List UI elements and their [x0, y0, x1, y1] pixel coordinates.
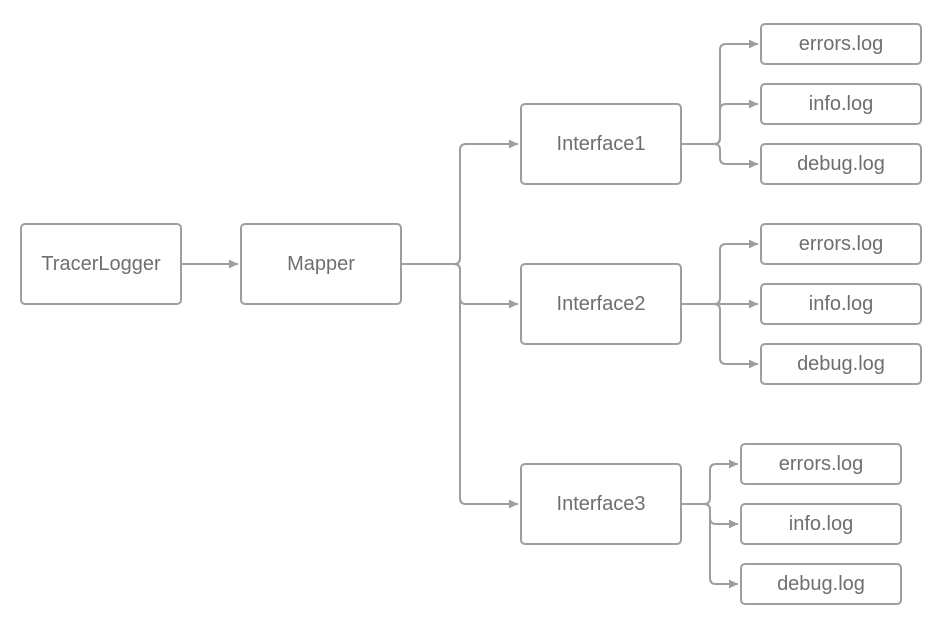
interface3-errors-log-node: errors.log: [740, 443, 902, 485]
interface2-debug-log-node: debug.log: [760, 343, 922, 385]
mapper-node: Mapper: [240, 223, 402, 305]
interface3-info-log-node: info.log: [740, 503, 902, 545]
edge-interface3-to-errors-log: [682, 459, 738, 505]
interface2-node: Interface2: [520, 263, 682, 345]
log-label: info.log: [808, 292, 874, 315]
log-label: errors.log: [778, 452, 864, 475]
log-label: debug.log: [797, 152, 885, 175]
edge-interface2-to-errors-log: [682, 239, 758, 305]
edge-mapper-to-interface3: [402, 263, 518, 509]
interface3-debug-log-node: debug.log: [740, 563, 902, 605]
edge-interface3-to-debug-log: [682, 503, 738, 589]
log-label: debug.log: [777, 572, 865, 595]
tracer-logger-node: TracerLogger: [20, 223, 182, 305]
interface2-errors-log-node: errors.log: [760, 223, 922, 265]
interface1-node: Interface1: [520, 103, 682, 185]
edge-interface1-to-info-log: [682, 99, 758, 145]
interface1-info-log-node: info.log: [760, 83, 922, 125]
log-label: info.log: [808, 92, 874, 115]
interface1-debug-log-node: debug.log: [760, 143, 922, 185]
interface1-label: Interface1: [556, 132, 646, 155]
interface3-label: Interface3: [556, 492, 646, 515]
mapper-label: Mapper: [287, 252, 355, 275]
interface3-node: Interface3: [520, 463, 682, 545]
log-label: info.log: [788, 512, 854, 535]
interface2-label: Interface2: [556, 292, 646, 315]
log-label: errors.log: [798, 32, 884, 55]
edge-interface1-to-debug-log: [682, 143, 758, 169]
edge-mapper-to-interface1: [402, 139, 518, 265]
tracer-logger-label: TracerLogger: [41, 252, 161, 275]
log-label: debug.log: [797, 352, 885, 375]
log-label: errors.log: [798, 232, 884, 255]
interface1-errors-log-node: errors.log: [760, 23, 922, 65]
interface2-info-log-node: info.log: [760, 283, 922, 325]
edge-interface2-to-debug-log: [682, 303, 758, 369]
